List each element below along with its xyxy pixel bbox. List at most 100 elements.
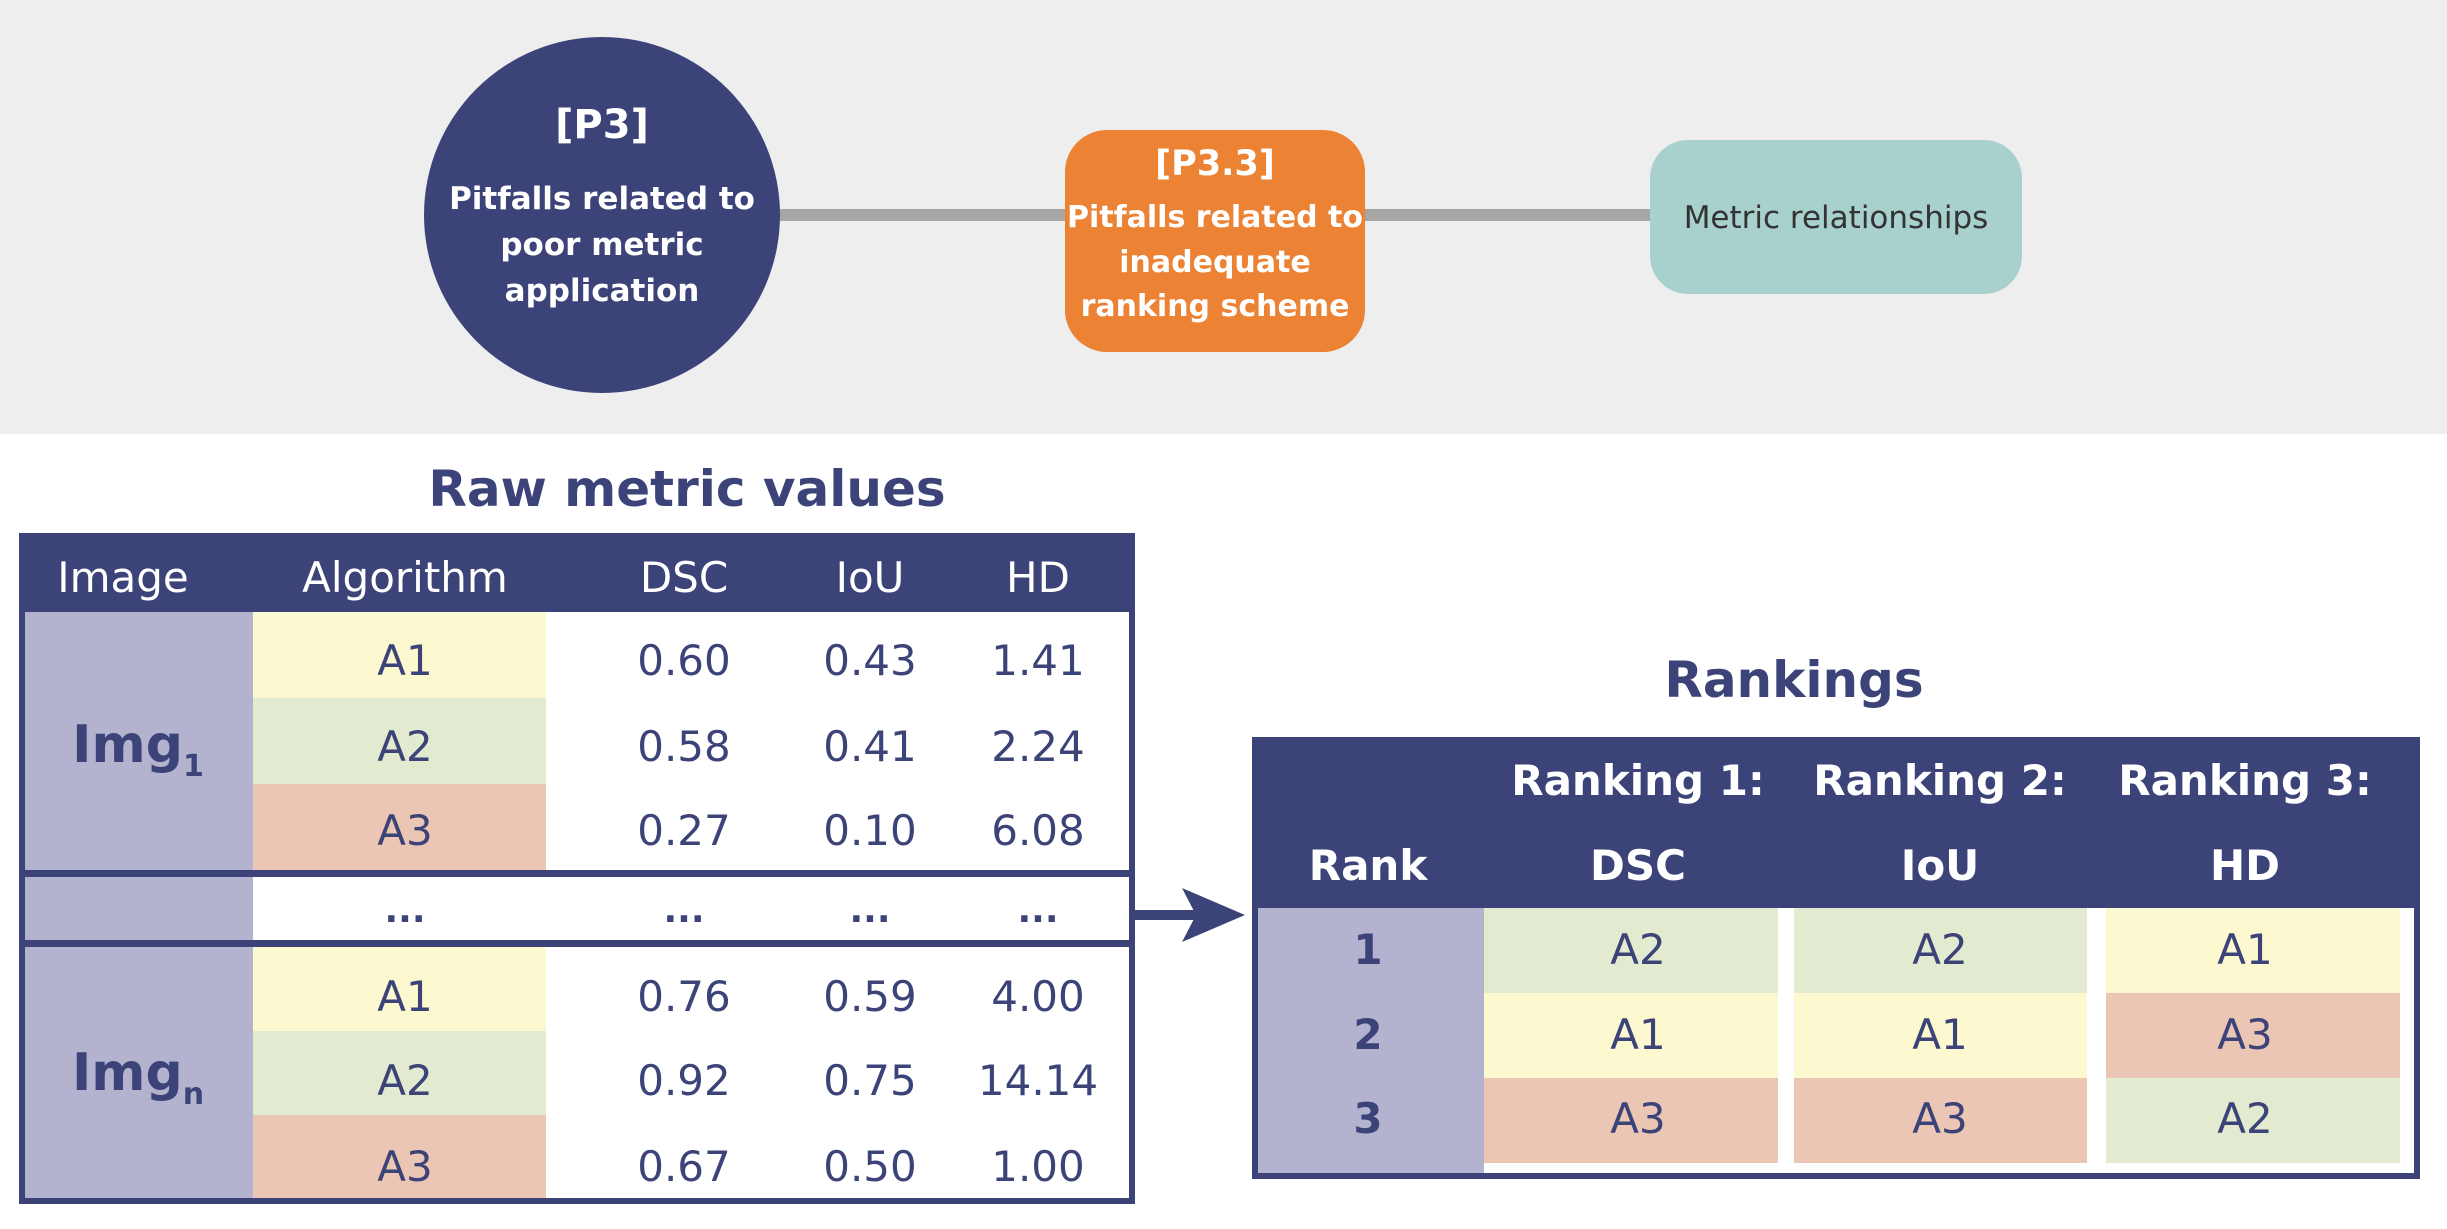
rank-number: 2	[1353, 1010, 1382, 1059]
table-cell: A3	[377, 1142, 432, 1191]
table-cell: 1.41	[991, 636, 1085, 685]
imgn-label: Imgn	[72, 1043, 204, 1112]
ranking-value: A3	[1610, 1094, 1665, 1143]
p33-line-3: ranking scheme	[1081, 289, 1350, 324]
ranking-value: A3	[2217, 1010, 2272, 1059]
metric-relationships-label: Metric relationships	[1684, 200, 1989, 236]
ranking-value: A1	[1912, 1010, 1967, 1059]
p33-node	[1065, 130, 1365, 352]
imgn-cell	[24, 947, 253, 1199]
p3-line-2: poor metric	[500, 227, 703, 263]
table-cell: 0.67	[637, 1142, 731, 1191]
raw-table-border	[19, 533, 1135, 1204]
p3-line-1: Pitfalls related to	[449, 181, 755, 217]
imgn-rows: A1 0.76 0.59 4.00 A2 0.92 0.75 14.14 A3 …	[377, 972, 1098, 1191]
table-cell: A2	[377, 722, 432, 771]
table-cell: A1	[377, 636, 432, 685]
img1-rows: A1 0.60 0.43 1.41 A2 0.58 0.41 2.24 A3 0…	[377, 636, 1084, 855]
table-cell: 0.75	[823, 1056, 917, 1105]
ellipsis-row: ... ... ... ...	[384, 890, 1058, 931]
table-cell: 1.00	[991, 1142, 1085, 1191]
p33-line-2: inadequate	[1119, 245, 1310, 280]
img1-label-text: Img	[72, 715, 183, 775]
table-cell: 0.59	[823, 972, 917, 1021]
ranking1-header-top: Ranking 1:	[1511, 756, 1765, 805]
ranking1-cell-2	[1484, 993, 1778, 1078]
ranking2-cell-3	[1794, 1078, 2087, 1163]
p3-node	[424, 37, 780, 393]
img1-a3-cell	[253, 784, 546, 870]
ellipsis-cell: ...	[663, 890, 704, 931]
img1-label-subscript: 1	[183, 749, 204, 784]
table-cell: A2	[377, 1056, 432, 1105]
img1-a1-cell	[253, 612, 546, 698]
ranking-value: A2	[1610, 925, 1665, 974]
arrow-head	[1182, 888, 1245, 942]
table-cell: 0.92	[637, 1056, 731, 1105]
table-cell: 0.10	[823, 806, 917, 855]
rankings-title: Rankings	[1664, 651, 1923, 709]
rank-numbers: 1 2 3	[1353, 925, 1382, 1143]
img1-label: Img1	[72, 715, 204, 784]
raw-header-image: Image	[57, 553, 189, 602]
table-cell: 0.60	[637, 636, 731, 685]
ranking2-cell-2	[1794, 993, 2087, 1078]
table-cell: 0.43	[823, 636, 917, 685]
raw-header-iou: IoU	[836, 553, 905, 602]
ranking3-header-top: Ranking 3:	[2118, 756, 2372, 805]
img1-cell	[24, 612, 253, 870]
rankings-header	[1253, 738, 2419, 908]
table-cell: 2.24	[991, 722, 1085, 771]
ranking-value: A2	[2217, 1094, 2272, 1143]
imgn-a1-cell	[253, 947, 546, 1031]
ellipsis-cell: ...	[1017, 890, 1058, 931]
table-cell: A1	[377, 972, 432, 1021]
imgn-a3-cell	[253, 1115, 546, 1199]
rank-number: 3	[1353, 1094, 1382, 1143]
imgn-a2-cell	[253, 1031, 546, 1115]
ranking2-header-top: Ranking 2:	[1813, 756, 2067, 805]
raw-header-dsc: DSC	[640, 553, 728, 602]
rank-header: Rank	[1309, 841, 1429, 890]
rank-number: 1	[1353, 925, 1382, 974]
ranking3-header-bottom: HD	[2210, 841, 2280, 890]
ranking-value: A1	[1610, 1010, 1665, 1059]
table-cell: 4.00	[991, 972, 1085, 1021]
ranking2-header-bottom: IoU	[1901, 841, 1980, 890]
row-divider	[20, 870, 1134, 877]
metric-relationships-node	[1650, 140, 2022, 294]
rankings-table-border	[1252, 737, 2420, 1179]
p33-line-1: Pitfalls related to	[1067, 200, 1363, 235]
ranking3-cell-1	[2106, 908, 2400, 993]
table-cell: 14.14	[978, 1056, 1098, 1105]
ranking1-cell-1	[1484, 908, 1778, 993]
imgn-label-text: Img	[72, 1043, 183, 1103]
ranking-value: A2	[1912, 925, 1967, 974]
raw-table-title: Raw metric values	[428, 460, 945, 518]
ranking3-cell-3	[2106, 1078, 2400, 1163]
ellipsis-image-cell	[24, 877, 253, 940]
p33-code: [P3.3]	[1155, 144, 1275, 184]
table-cell: 0.27	[637, 806, 731, 855]
p3-code: [P3]	[555, 102, 649, 148]
ellipsis-cell: ...	[384, 890, 425, 931]
ranking1-cell-3	[1484, 1078, 1778, 1163]
raw-header-algorithm: Algorithm	[302, 553, 508, 602]
table-cell: 0.58	[637, 722, 731, 771]
row-divider	[20, 940, 1134, 947]
p3-line-3: application	[505, 273, 700, 309]
ranking1-header-bottom: DSC	[1590, 841, 1686, 890]
rank-column-cell	[1257, 908, 1484, 1174]
imgn-label-subscript: n	[183, 1077, 204, 1112]
table-cell: 0.41	[823, 722, 917, 771]
raw-header-hd: HD	[1006, 553, 1070, 602]
table-cell: A3	[377, 806, 432, 855]
img1-a2-cell	[253, 698, 546, 784]
ranking-value: A1	[2217, 925, 2272, 974]
table-cell: 6.08	[991, 806, 1085, 855]
ellipsis-cell: ...	[849, 890, 890, 931]
ranking2-cell-1	[1794, 908, 2087, 993]
ranking-value: A3	[1912, 1094, 1967, 1143]
raw-table-header	[20, 534, 1134, 612]
